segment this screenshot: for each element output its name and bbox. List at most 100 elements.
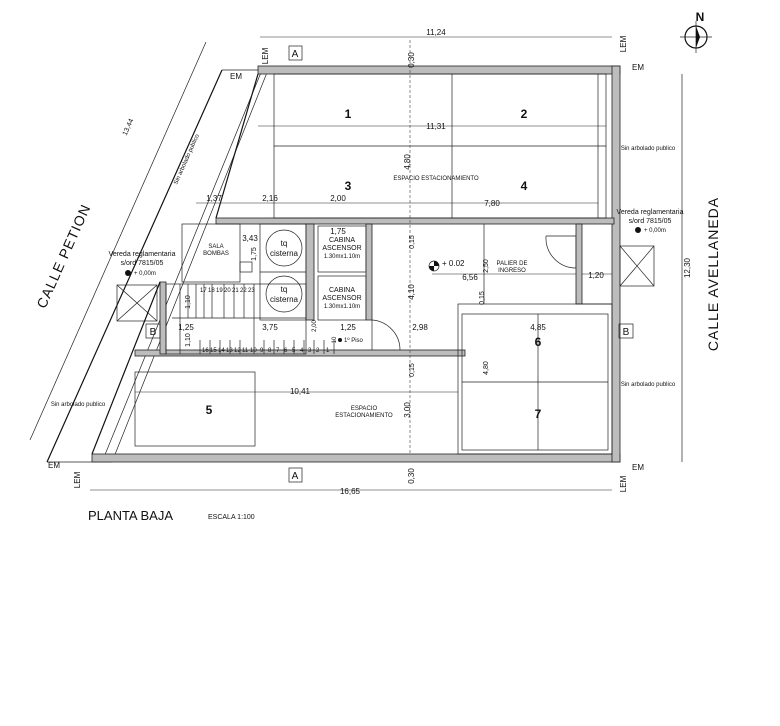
section-a-top-label: A [292, 49, 299, 60]
room-pump-b: BOMBAS [203, 251, 229, 257]
dim-0-15-a: 0,15 [409, 235, 416, 249]
dim-4-85: 4,85 [530, 323, 546, 332]
street-right-label: CALLE AVELLANEDA [705, 197, 721, 351]
level-center: + 0.02 [442, 259, 465, 268]
wall-right [611, 65, 621, 463]
dim-1-75-pump: 1,75 [251, 247, 258, 261]
note-level-right: + 0,00m [644, 228, 666, 234]
note-no-trees-left-top: Sin arbolado publico [173, 133, 201, 186]
elevator-1-cabin: CABINA [329, 237, 355, 244]
stair-step-22: 22 [240, 288, 247, 294]
stair-step-18: 18 [208, 288, 215, 294]
staircase [165, 283, 335, 355]
lem-label-top-left: LEM [261, 47, 270, 64]
stair-step-19: 19 [216, 288, 223, 294]
street-left-label: CALLE PETION [33, 201, 93, 310]
door-swing-lobby [545, 235, 577, 269]
diag-wall-upper [215, 73, 259, 219]
stair-step-21: 21 [232, 288, 239, 294]
wall-top [257, 65, 621, 75]
dim-0-15-b: 0,15 [479, 291, 486, 305]
dim-1-25-right: 1,25 [340, 323, 356, 332]
stair-step-12: 12 [234, 348, 241, 354]
stair-step-15: 15 [210, 348, 217, 354]
lem-label-bottom-left: LEM [73, 471, 82, 488]
em-label-bottom-right: EM [632, 463, 644, 472]
em-label-top-left: EM [230, 72, 242, 81]
note-no-trees-right-top: Sin arbolado publico [621, 146, 676, 152]
parking-label-bottom-a: ESPACIO [351, 406, 378, 412]
dim-13-44: 13,44 [122, 118, 136, 137]
note-ordinance-right: s/ord 7815/05 [629, 218, 672, 225]
space-7: 7 [535, 407, 542, 421]
stair-step-1: 1 [326, 348, 330, 354]
parking-label-bottom-b: ESTACIONAMIENTO [335, 413, 393, 419]
note-level-left: + 0,00m [134, 271, 156, 277]
dim-1-75-elev: 1,75 [330, 227, 346, 236]
note-no-trees-left-bottom: Sin arbolado publico [51, 402, 106, 408]
wall-bottom [91, 453, 621, 463]
space-6: 6 [535, 335, 542, 349]
tank-top-label-a: tq [281, 239, 288, 248]
plan-title: PLANTA BAJA [88, 508, 173, 523]
section-marker-b-right [618, 323, 634, 339]
note-sidewalk-left: Vereda reglamentaria [109, 251, 176, 258]
dim-4-80-top: 4,80 [403, 154, 412, 170]
dim-4-80-right: 4,80 [483, 361, 490, 375]
note-sidewalk-right: Vereda reglamentaria [617, 209, 684, 216]
note-ordinance-left: s/ord 7815/05 [121, 260, 164, 267]
em-label-top-right: EM [632, 63, 644, 72]
stair-step-10: 10 [250, 348, 257, 354]
stair-step-20: 20 [224, 288, 231, 294]
stair-step-6: 6 [284, 348, 288, 354]
diag-wall-lower [91, 281, 161, 455]
service-core [181, 223, 373, 321]
stair-step-17: 17 [200, 288, 207, 294]
dim-10-small: 10 [332, 336, 338, 343]
section-a-bottom-label: A [292, 471, 299, 482]
lobby-label-b: INGRESO [498, 268, 526, 274]
dim-1-25-left: 1,25 [178, 323, 194, 332]
dim-0-30-bottom: 0,30 [407, 468, 416, 484]
lem-label-bottom-right: LEM [619, 475, 628, 492]
north-arrow-icon [680, 21, 712, 53]
em-label-bottom-left: EM [48, 461, 60, 470]
wall-mid-top [215, 217, 615, 225]
dim-16-65: 16,65 [340, 487, 361, 496]
dim-2-00-small: 2,00 [312, 320, 318, 332]
dim-2-00: 2,00 [330, 194, 346, 203]
stair-level-icon [338, 338, 342, 342]
wall-lobby-right [575, 223, 583, 305]
dim-1-10-a: 1,10 [185, 295, 192, 309]
stair-step-9: 9 [260, 348, 264, 354]
dim-10-41: 10,41 [290, 387, 311, 396]
dim-2-16: 2,16 [262, 194, 278, 203]
dim-0-30-top: 0,30 [407, 52, 416, 68]
parking-block-right [457, 303, 613, 455]
north-label: N [696, 10, 705, 24]
tank-top-label-b: cisterna [270, 249, 299, 258]
dim-3-43: 3,43 [242, 234, 258, 243]
stair-step-11: 11 [242, 348, 249, 354]
parking-block-top [273, 73, 607, 219]
stair-step-4: 4 [300, 348, 304, 354]
elevator-2-cabin: CABINA [329, 287, 355, 294]
lem-label-top-right: LEM [619, 35, 628, 52]
tank-bottom-label-a: tq [281, 285, 288, 294]
dim-11-31: 11,31 [426, 122, 446, 131]
tank-bottom-label-b: cisterna [270, 295, 299, 304]
space-3: 3 [345, 179, 352, 193]
elevator-2-size: 1.30mx1.10m [324, 304, 360, 310]
dim-1-10-b: 1,10 [185, 333, 192, 347]
stair-step-5: 5 [292, 348, 296, 354]
space-1: 1 [345, 107, 352, 121]
wall-stair-left [159, 281, 167, 355]
space-2: 2 [521, 107, 528, 121]
dim-2-50: 2,50 [483, 259, 490, 273]
dim-3-75: 3,75 [262, 323, 278, 332]
dim-11-24: 11,24 [426, 28, 446, 37]
parking-space-5-box [134, 371, 256, 447]
dim-3-00: 3,00 [403, 402, 412, 418]
section-b-left-label: B [150, 327, 157, 338]
